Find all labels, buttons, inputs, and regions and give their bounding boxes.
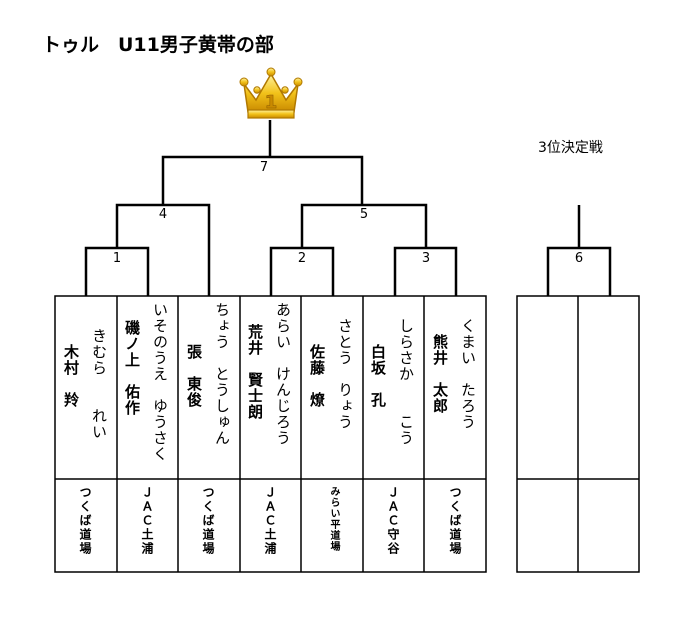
player-kana-given: たろう (459, 382, 477, 430)
club-label: ＪＡＣ土浦 (263, 486, 277, 556)
page-title: トゥル U11男子黄帯の部 (42, 34, 274, 56)
player-cell-3: ちょう とうしゅん 張 東俊 (179, 300, 239, 476)
player-cell-4: あらい けんじろう 荒井 賢士朗 (241, 300, 300, 476)
player-kana-family: いそのうえ (151, 302, 169, 382)
player-kanji-family: 佐藤 (308, 344, 326, 376)
player-cell-1: きむら れい 木村 羚 (56, 300, 116, 476)
crown-label: 1 (265, 92, 278, 113)
player-kana-given: れい (90, 408, 108, 440)
player-kana-family: きむら (90, 328, 108, 376)
player-kana-family: ちょう (213, 302, 231, 350)
club-label: つくば道場 (78, 486, 92, 556)
crown-icon: 1 (238, 66, 304, 126)
player-kanji-family: 白坂 (369, 344, 387, 376)
club-label: つくば道場 (448, 486, 462, 556)
player-kanji-family: 熊井 (431, 334, 449, 366)
player-kanji-given: 賢士朗 (246, 372, 264, 420)
player-cell-7: くまい たろう 熊井 太郎 (425, 300, 485, 476)
player-kanji-given: 羚 (62, 392, 80, 408)
player-cell-5: さとう りょう 佐藤 燎 (302, 300, 362, 476)
player-kana-family: しらさか (397, 318, 415, 382)
match-number-3: 3 (416, 252, 436, 266)
player-kana-family: あらい (274, 302, 292, 350)
match-number-1: 1 (107, 252, 127, 266)
player-kana-family: さとう (336, 318, 354, 366)
match-number-5: 5 (354, 208, 374, 222)
player-kanji-given: 佑作 (123, 384, 141, 416)
player-kanji-family: 磯ノ上 (123, 320, 141, 368)
match-number-2: 2 (292, 252, 312, 266)
player-kanji-given: 燎 (308, 392, 326, 408)
player-kana-given: こう (397, 414, 415, 446)
match-number-7: 7 (254, 161, 274, 175)
player-kana-given: とうしゅん (213, 366, 231, 446)
player-kanji-family: 張 (185, 344, 203, 360)
match-number-4: 4 (153, 208, 173, 222)
player-kanji-family: 木村 (62, 344, 80, 376)
club-label: ＪＡＣ土浦 (140, 486, 154, 556)
player-kanji-family: 荒井 (246, 324, 264, 356)
player-cell-6: しらさか こう 白坂 孔 (364, 300, 423, 476)
player-kana-given: りょう (336, 382, 354, 430)
club-label: ＪＡＣ守谷 (386, 486, 400, 556)
third-place-title: 3位決定戦 (538, 140, 603, 156)
club-label: つくば道場 (201, 486, 215, 556)
player-kana-family: くまい (459, 318, 477, 366)
player-kana-given: ゆうさく (151, 398, 169, 462)
player-kanji-given: 孔 (369, 392, 387, 408)
player-kana-given: けんじろう (274, 366, 292, 446)
player-kanji-given: 東俊 (185, 376, 203, 408)
match-number-6: 6 (569, 252, 589, 266)
club-label: みらい平道場 (328, 486, 339, 552)
player-kanji-given: 太郎 (431, 382, 449, 414)
player-cell-2: いそのうえ ゆうさく 磯ノ上 佑作 (118, 300, 177, 476)
